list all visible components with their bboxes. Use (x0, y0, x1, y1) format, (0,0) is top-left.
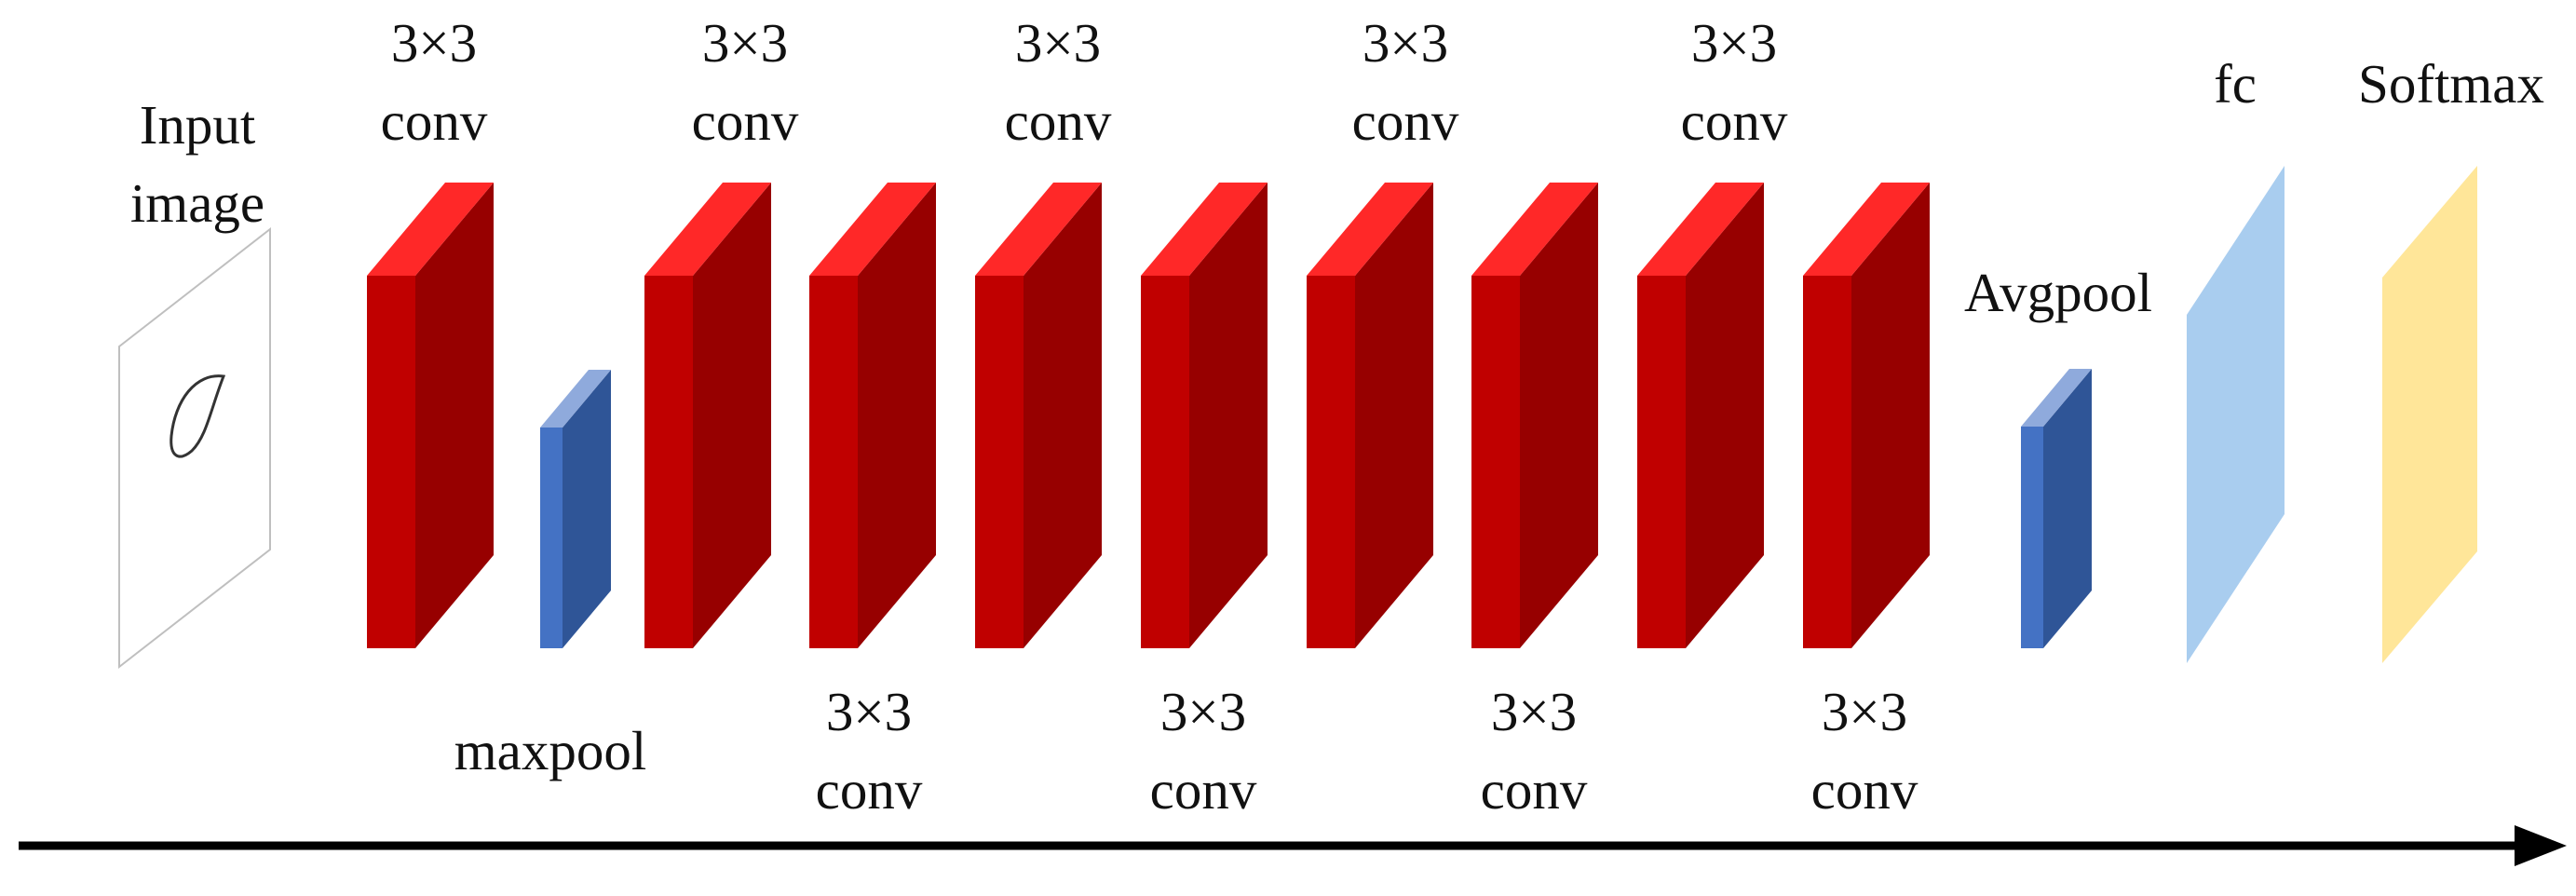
avgpool-block (2021, 369, 2092, 648)
conv-block-7-side (1520, 183, 1598, 648)
input-image-label: Input image (129, 94, 265, 234)
conv-block-8-front (1637, 276, 1686, 648)
avgpool-block-top (2021, 369, 2092, 427)
conv-label-top-2: 3×3 conv (691, 12, 799, 152)
conv-block-5 (1141, 183, 1268, 648)
conv-label-bottom-2: 3×3 conv (1149, 681, 1257, 821)
conv-label-bottom-3: 3×3 conv (1480, 681, 1588, 821)
conv-block-6-side (1355, 183, 1433, 648)
conv-block-1-side (415, 183, 494, 648)
maxpool-block-side (563, 370, 611, 648)
conv-block-7-front (1471, 276, 1520, 648)
conv-block-4 (975, 183, 1102, 648)
conv-block-3-side (858, 183, 936, 648)
conv-label-top-4: 3×3 conv (1351, 12, 1459, 152)
conv-label-top-1: 3×3 conv (380, 12, 488, 152)
conv-block-7 (1471, 183, 1598, 648)
conv-block-4-front (975, 276, 1024, 648)
conv-block-5-top (1141, 183, 1268, 276)
conv-block-5-side (1189, 183, 1268, 648)
conv-block-1 (367, 183, 494, 648)
softmax-label: Softmax (2358, 53, 2544, 115)
conv-block-9-side (1851, 183, 1930, 648)
conv-block-4-side (1024, 183, 1102, 648)
handwritten-digit (169, 374, 226, 458)
avgpool-block-side (2043, 369, 2092, 648)
maxpool-block (540, 370, 611, 648)
layer-blocks (118, 166, 2477, 670)
conv-block-9-front (1803, 276, 1851, 648)
avgpool-label: Avgpool (1963, 262, 2153, 323)
conv-block-2 (644, 183, 771, 648)
avgpool-block-front (2021, 427, 2043, 648)
conv-block-9-top (1803, 183, 1930, 276)
conv-block-7-top (1471, 183, 1598, 276)
flow-arrow-head (2515, 825, 2567, 866)
conv-block-8-side (1686, 183, 1764, 648)
conv-block-6-front (1307, 276, 1355, 648)
fc-label: fc (2214, 53, 2257, 115)
maxpool-block-top (540, 370, 611, 428)
conv-block-2-top (644, 183, 771, 276)
conv-label-top-3: 3×3 conv (1004, 12, 1112, 152)
conv-block-9 (1803, 183, 1930, 648)
conv-block-1-top (367, 183, 494, 276)
conv-block-2-side (693, 183, 771, 648)
conv-label-bottom-4: 3×3 conv (1810, 681, 1918, 821)
conv-block-3-front (809, 276, 858, 648)
input-image (118, 226, 271, 670)
flow-arrow (19, 825, 2567, 866)
conv-label-bottom-1: 3×3 conv (815, 681, 923, 821)
conv-block-3 (809, 183, 936, 648)
conv-block-2-front (644, 276, 693, 648)
conv-block-8-top (1637, 183, 1764, 276)
conv-label-top-5: 3×3 conv (1680, 12, 1788, 152)
maxpool-label: maxpool (454, 720, 647, 781)
conv-block-4-top (975, 183, 1102, 276)
conv-block-6 (1307, 183, 1433, 648)
maxpool-block-front (540, 428, 563, 648)
conv-block-1-front (367, 276, 415, 648)
conv-block-6-top (1307, 183, 1433, 276)
conv-block-8 (1637, 183, 1764, 648)
fc-layer (2187, 166, 2285, 663)
conv-block-5-front (1141, 276, 1189, 648)
conv-block-3-top (809, 183, 936, 276)
softmax-layer (2382, 166, 2477, 663)
